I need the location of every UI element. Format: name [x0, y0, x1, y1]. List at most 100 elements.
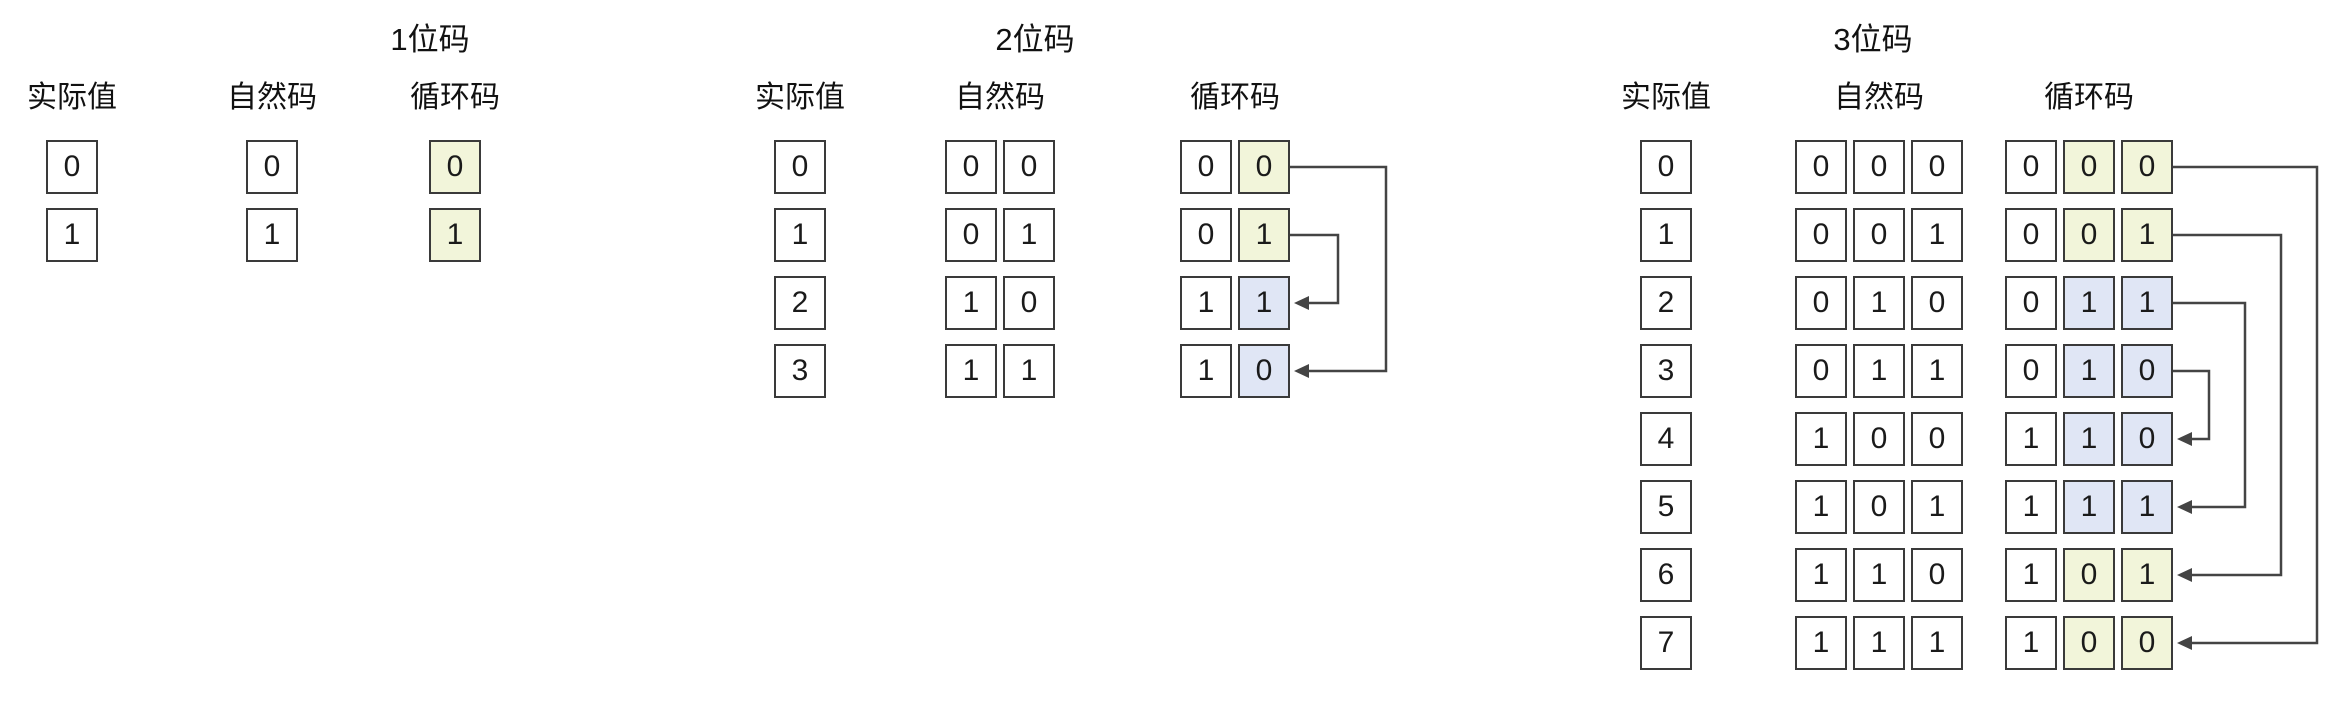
reflection-arrow-line [1290, 165, 1388, 373]
code-cell: 0 [2005, 344, 2057, 398]
code-cell: 1 [2063, 480, 2115, 534]
code-cell: 0 [1003, 140, 1055, 194]
code-row: 1 [429, 208, 481, 262]
code-cell: 1 [2005, 548, 2057, 602]
code-cell: 2 [1640, 276, 1692, 330]
arrowhead-icon [2177, 636, 2192, 650]
code-cell: 1 [1911, 480, 1963, 534]
code-cell: 0 [2121, 412, 2173, 466]
reflection-arrow-line [2173, 233, 2283, 577]
code-cell: 0 [1911, 276, 1963, 330]
code-cell: 1 [1853, 548, 1905, 602]
code-cell: 1 [1795, 480, 1847, 534]
code-cell: 1 [2063, 276, 2115, 330]
reflection-arrow-line [2173, 301, 2247, 509]
reflection-arrow-line [1290, 233, 1340, 305]
code-cell: 0 [774, 140, 826, 194]
code-cell: 3 [774, 344, 826, 398]
code-cell: 0 [46, 140, 98, 194]
code-cell: 1 [2005, 412, 2057, 466]
code-row: 1 [246, 208, 298, 262]
code-cell: 0 [1911, 140, 1963, 194]
code-cell: 1 [246, 208, 298, 262]
code-cell: 0 [2063, 208, 2115, 262]
section-title-2bit: 2位码 [995, 22, 1075, 57]
code-cell: 1 [1795, 616, 1847, 670]
reflection-arrow-line [2173, 369, 2211, 441]
code-cell: 0 [945, 140, 997, 194]
code-cell: 0 [1795, 276, 1847, 330]
code-cell: 0 [429, 140, 481, 194]
code-cell: 1 [2121, 208, 2173, 262]
column-header-natural: 自然码 [1834, 81, 1924, 114]
code-cell: 0 [246, 140, 298, 194]
code-cell: 1 [1238, 208, 1290, 262]
column-header-natural: 自然码 [955, 81, 1045, 114]
code-cell: 1 [1003, 344, 1055, 398]
table-natural-1bit: 自然码 0 1 [227, 0, 317, 721]
code-cell: 0 [1795, 208, 1847, 262]
reflection-arrows-3bit [2173, 165, 2319, 650]
code-cell: 1 [1003, 208, 1055, 262]
code-row: 0 [774, 140, 826, 194]
code-row: 0 [429, 140, 481, 194]
code-cell: 1 [1238, 276, 1290, 330]
code-row: 0 [1640, 140, 1692, 194]
code-cell: 7 [1640, 616, 1692, 670]
code-cell: 1 [1911, 208, 1963, 262]
code-cell: 1 [1795, 412, 1847, 466]
code-cell: 1 [774, 208, 826, 262]
code-cell: 1 [945, 344, 997, 398]
column-header-gray: 循环码 [410, 81, 500, 114]
column-header-actual: 实际值 [27, 81, 117, 114]
section-title-3bit: 3位码 [1833, 22, 1913, 57]
code-cell: 3 [1640, 344, 1692, 398]
code-row: 1 [46, 208, 98, 262]
code-cell: 1 [1853, 276, 1905, 330]
code-row: 1 [1640, 208, 1692, 262]
reflection-arrow-line [2173, 165, 2319, 645]
code-cell: 0 [1853, 412, 1905, 466]
code-cell: 0 [2063, 140, 2115, 194]
code-cell: 0 [2005, 208, 2057, 262]
code-cell: 1 [2063, 412, 2115, 466]
code-cell: 0 [1180, 140, 1232, 194]
arrowhead-icon [2177, 432, 2192, 446]
column-header-natural: 自然码 [227, 81, 317, 114]
code-cell: 6 [1640, 548, 1692, 602]
code-cell: 1 [945, 276, 997, 330]
code-cell: 1 [2005, 616, 2057, 670]
section-title-1bit: 1位码 [390, 22, 470, 57]
code-cell: 1 [1640, 208, 1692, 262]
code-cell: 0 [1911, 412, 1963, 466]
arrowhead-icon [2177, 568, 2192, 582]
code-cell: 0 [945, 208, 997, 262]
